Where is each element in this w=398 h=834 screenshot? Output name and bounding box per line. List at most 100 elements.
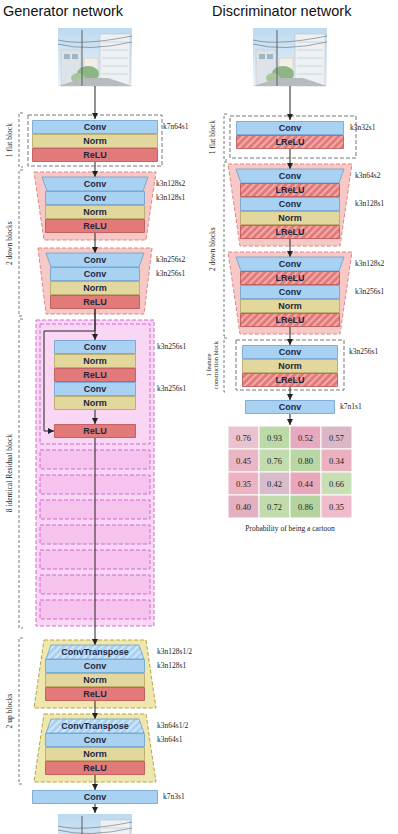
conv-layer-box: Conv <box>46 253 144 267</box>
layer-name: Conv <box>84 192 107 204</box>
layer-outline <box>237 136 344 149</box>
kernel-spec: k3n128s1 <box>156 193 185 203</box>
grid-cell <box>259 495 290 518</box>
conv-layer-box: Conv <box>50 267 140 281</box>
layer-outline <box>46 762 145 775</box>
layer-outline <box>46 192 145 205</box>
layer-name: Conv <box>84 178 107 190</box>
group-label: 1 flat block <box>6 113 14 167</box>
layer-name: ReLU <box>83 369 107 381</box>
layer-outline <box>241 272 340 285</box>
convtranspose-layer-box: ConvTranspose <box>46 645 144 659</box>
flow-connector <box>290 327 291 345</box>
lrelu-layer-box: LReLU <box>240 313 340 327</box>
probability-value: 0.40 <box>228 495 259 518</box>
conv-layer-box: Conv <box>32 120 158 134</box>
layer-outline <box>33 121 158 134</box>
layer-name: ReLU <box>83 220 107 232</box>
layer-outline <box>236 169 344 183</box>
conv-layer-box: Conv <box>242 345 338 359</box>
probability-value: 0.76 <box>228 426 259 449</box>
kernel-spec: k3n128s2 <box>355 259 384 269</box>
probability-value: 0.57 <box>321 426 352 449</box>
norm-layer-box: Norm <box>45 747 145 761</box>
grid-cell <box>228 495 259 518</box>
layer-outline <box>55 341 136 354</box>
layer-name: Conv <box>84 121 107 133</box>
kernel-spec: k3n32s1 <box>350 123 375 133</box>
norm-layer-box: Norm <box>242 359 338 373</box>
flow-connector <box>290 387 291 400</box>
kernel-spec: k3n256s1 <box>157 342 186 352</box>
grid-cell <box>321 426 352 449</box>
norm-layer-box: Norm <box>32 134 158 148</box>
layer-outline <box>46 674 145 687</box>
layer-name: Conv <box>279 258 302 270</box>
probability-value: 0.35 <box>321 495 352 518</box>
layer-outline <box>46 734 145 747</box>
layer-outline <box>46 253 144 267</box>
layer-name: Norm <box>83 135 107 147</box>
relu-layer-box: ReLU <box>45 761 145 775</box>
conv-layer-box: Conv <box>45 733 145 747</box>
layer-outline <box>241 300 340 313</box>
kernel-spec: k7n3s1 <box>163 792 185 802</box>
probability-value: 0.44 <box>290 472 321 495</box>
grid-cell <box>259 449 290 472</box>
layer-name: ReLU <box>83 688 107 700</box>
layer-name: Conv <box>279 198 302 210</box>
convtranspose-layer-box: ConvTranspose <box>46 719 144 733</box>
grid-cell <box>228 426 259 449</box>
layer-name: Conv <box>84 254 107 266</box>
layer-name: Conv <box>279 346 302 358</box>
layer-outline <box>46 660 145 673</box>
probability-value: 0.45 <box>228 449 259 472</box>
kernel-spec: k3n256s1 <box>157 384 186 394</box>
layer-name: LReLU <box>276 184 305 196</box>
norm-layer-box: Norm <box>54 396 136 410</box>
layer-name: Conv <box>84 383 107 395</box>
conv-layer-box: Conv <box>45 191 145 205</box>
layer-name: Conv <box>279 170 302 182</box>
layer-name: LReLU <box>276 374 305 386</box>
norm-layer-box: Norm <box>50 281 140 295</box>
kernel-spec: k3n64s2 <box>355 171 380 181</box>
conv-layer-box: Conv <box>32 790 158 804</box>
layer-outline <box>241 286 340 299</box>
layer-outline <box>46 719 144 733</box>
layer-name: Norm <box>83 206 107 218</box>
grid-cell <box>290 449 321 472</box>
layer-name: Conv <box>84 660 107 672</box>
lrelu-layer-box: LReLU <box>240 183 340 197</box>
layer-outline <box>241 184 340 197</box>
kernel-spec: k7n1s1 <box>340 402 362 412</box>
group-label: 8 identical Residual block <box>6 319 14 628</box>
layer-outline <box>42 177 148 191</box>
layer-name: Conv <box>279 286 302 298</box>
kernel-spec: k3n256s1 <box>156 269 185 279</box>
layer-outline <box>33 791 158 804</box>
group-label: 2 up blocks <box>6 638 14 784</box>
kernel-spec: k3n256s1 <box>355 287 384 297</box>
kernel-spec: k3n128s1 <box>355 199 384 209</box>
network-title: Generator network <box>3 3 123 20</box>
probability-value: 0.34 <box>321 449 352 472</box>
relu-layer-box: ReLU <box>45 219 145 233</box>
down-block-region <box>38 248 152 314</box>
network-title: Discriminator network <box>212 3 351 20</box>
layer-outline <box>46 748 145 761</box>
grid-cell <box>259 472 290 495</box>
layer-outline <box>33 149 158 162</box>
layer-name: Conv <box>84 341 107 353</box>
probability-value: 0.66 <box>321 472 352 495</box>
layer-outline <box>46 206 145 219</box>
conv-layer-box: Conv <box>240 197 340 211</box>
layer-outline <box>33 135 158 148</box>
grid-cell <box>290 472 321 495</box>
group-label: 2 down blocks <box>6 170 14 316</box>
probability-value: 0.35 <box>228 472 259 495</box>
flow-connector <box>95 438 96 645</box>
conv-layer-box: Conv <box>236 257 344 271</box>
down-block-region <box>34 172 156 240</box>
